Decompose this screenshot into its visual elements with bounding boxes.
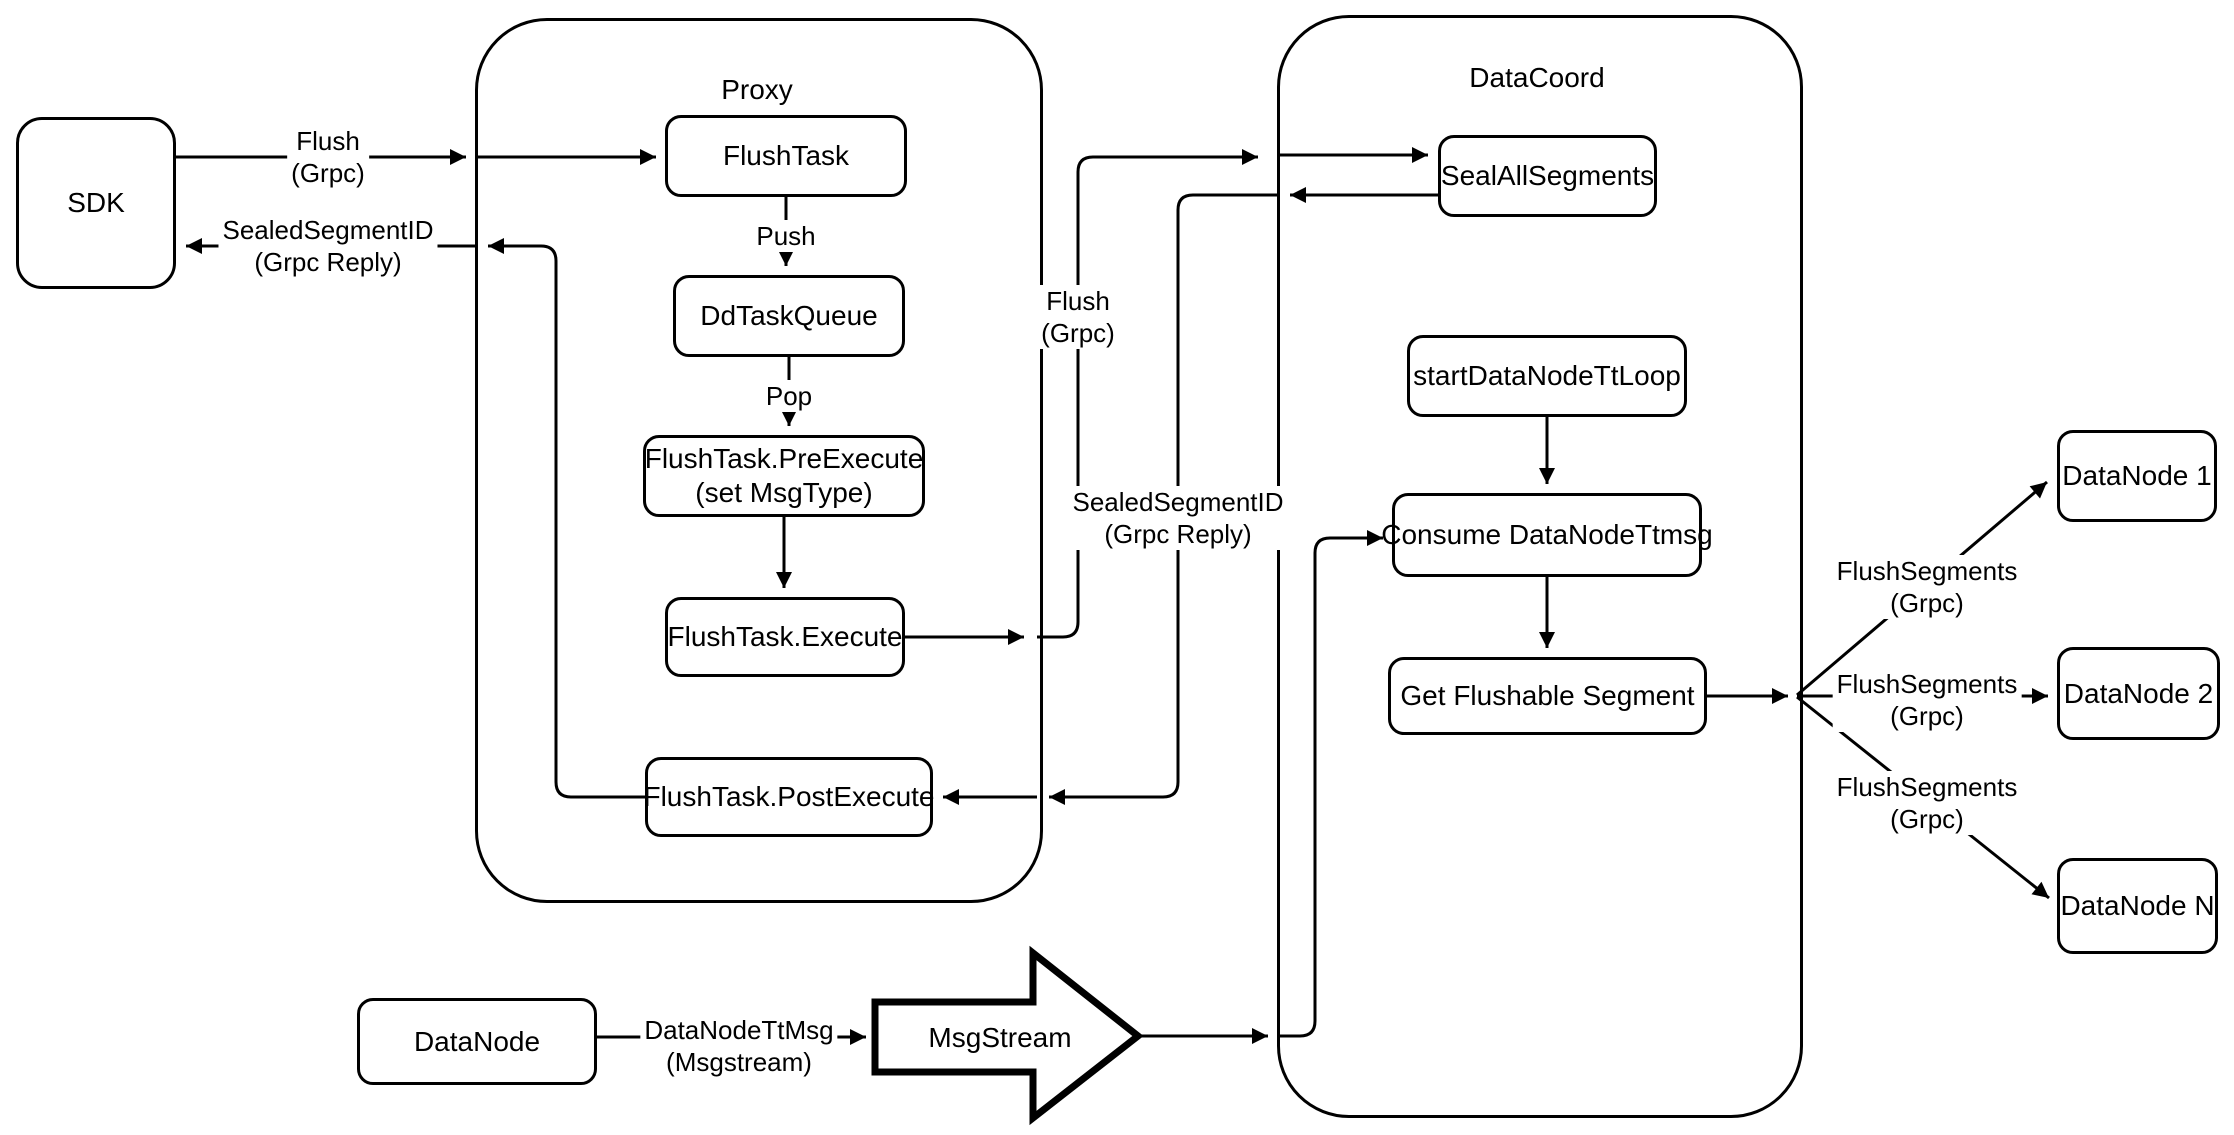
edge-label-sealedsegmentid-sdk: SealedSegmentID (Grpc Reply) [218,214,438,278]
edge-label-flush-sdk: Flush (Grpc) [287,125,369,189]
node-startdatanodettloop-label: startDataNodeTtLoop [1413,360,1681,391]
node-sdk: SDK [16,117,176,289]
edge-label-sealedsegmentid-datacoord-line1: SealedSegmentID [1072,487,1284,517]
node-execute: FlushTask.Execute [665,597,905,677]
edge-label-flushsegments-3-line2: (Grpc) [1890,804,1964,834]
edge-label-sealedsegmentid-sdk-line1: SealedSegmentID [222,215,434,245]
node-datanode-1: DataNode 1 [2057,430,2217,522]
node-datanode-source-label: DataNode [413,1025,541,1057]
edge-label-flushsegments-2-line2: (Grpc) [1890,701,1964,731]
edge-label-flushsegments-3-line1: FlushSegments [1836,772,2018,802]
edge-label-sealedsegmentid-datacoord: SealedSegmentID (Grpc Reply) [1068,486,1288,550]
node-ddtaskqueue-label: DdTaskQueue [700,300,878,331]
edge-label-flush-datacoord: Flush (Grpc) [1037,285,1119,349]
node-sdk-label: SDK [67,187,125,218]
node-consumedatanodettmsg: Consume DataNodeTtmsg [1381,493,1713,577]
node-sealallsegments-label: SealAllSegments [1440,160,1655,191]
proxy-container [475,18,1043,903]
node-getflushablesegment: Get Flushable Segment [1388,657,1707,735]
edge-label-flushsegments-2-line1: FlushSegments [1836,669,2018,699]
datacoord-container-title: DataCoord [1469,62,1605,93]
edge-postexecute-to-proxy-edge [488,237,645,799]
edge-label-datanodettmsg-line2: (Msgstream) [666,1047,812,1077]
node-ddtaskqueue: DdTaskQueue [673,275,905,357]
node-consumedatanodettmsg-label: Consume DataNodeTtmsg [1381,519,1713,550]
edge-label-flushsegments-1: FlushSegments (Grpc) [1832,555,2022,619]
node-startdatanodettloop: startDataNodeTtLoop [1407,335,1687,417]
node-datanode-n-label: DataNode N [2060,890,2215,921]
edge-label-flush-sdk-line1: Flush [296,126,360,156]
edge-label-push-text: Push [756,221,816,251]
node-preexecute-label-line1: FlushTask.PreExecute [644,443,924,474]
datacoord-container [1277,15,1803,1118]
edge-proxy-edge-up-to-datacoord [1037,148,1258,639]
edge-label-datanodettmsg-line1: DataNodeTtMsg [644,1015,834,1045]
edge-label-pop: Pop [761,380,817,412]
msgstream-block-arrow [871,945,1144,1126]
edge-label-sealedsegmentid-datacoord-line2: (Grpc Reply) [1104,519,1252,549]
node-postexecute: FlushTask.PostExecute [643,757,935,837]
edge-datacoord-edge-to-consume [1277,529,1383,1038]
edge-label-flush-datacoord-line2: (Grpc) [1041,318,1115,348]
node-postexecute-label: FlushTask.PostExecute [643,781,935,812]
node-sealallsegments: SealAllSegments [1438,135,1657,217]
node-flushtask-label: FlushTask [722,140,850,171]
node-getflushablesegment-label: Get Flushable Segment [1400,680,1695,711]
node-preexecute-label-line2: (set MsgType) [695,477,873,508]
edge-label-flushsegments-1-line2: (Grpc) [1890,588,1964,618]
edge-label-sealedsegmentid-sdk-line2: (Grpc Reply) [254,247,402,277]
node-datanode-n: DataNode N [2057,858,2218,954]
node-datanode-2: DataNode 2 [2057,647,2220,740]
node-execute-label: FlushTask.Execute [667,621,903,652]
node-preexecute: FlushTask.PreExecute (set MsgType) [643,435,925,517]
edge-label-flush-sdk-line2: (Grpc) [291,158,365,188]
node-flushtask: FlushTask [665,115,907,197]
edge-label-flushsegments-1-line1: FlushSegments [1836,556,2018,586]
edge-label-flush-datacoord-line1: Flush [1046,286,1110,316]
node-datanode-1-label: DataNode 1 [2062,460,2212,491]
proxy-container-title: Proxy [721,74,793,105]
node-datanode-source: DataNode [357,998,597,1085]
edge-label-datanodettmsg: DataNodeTtMsg (Msgstream) [640,1014,838,1078]
edge-label-pop-text: Pop [765,381,813,411]
msgstream-shape-label: MsgStream [928,1022,1072,1053]
edge-label-push: Push [752,220,820,252]
edge-label-flushsegments-2: FlushSegments (Grpc) [1832,668,2022,732]
node-datanode-2-label: DataNode 2 [2063,677,2214,709]
edge-label-flushsegments-3: FlushSegments (Grpc) [1832,771,2022,835]
